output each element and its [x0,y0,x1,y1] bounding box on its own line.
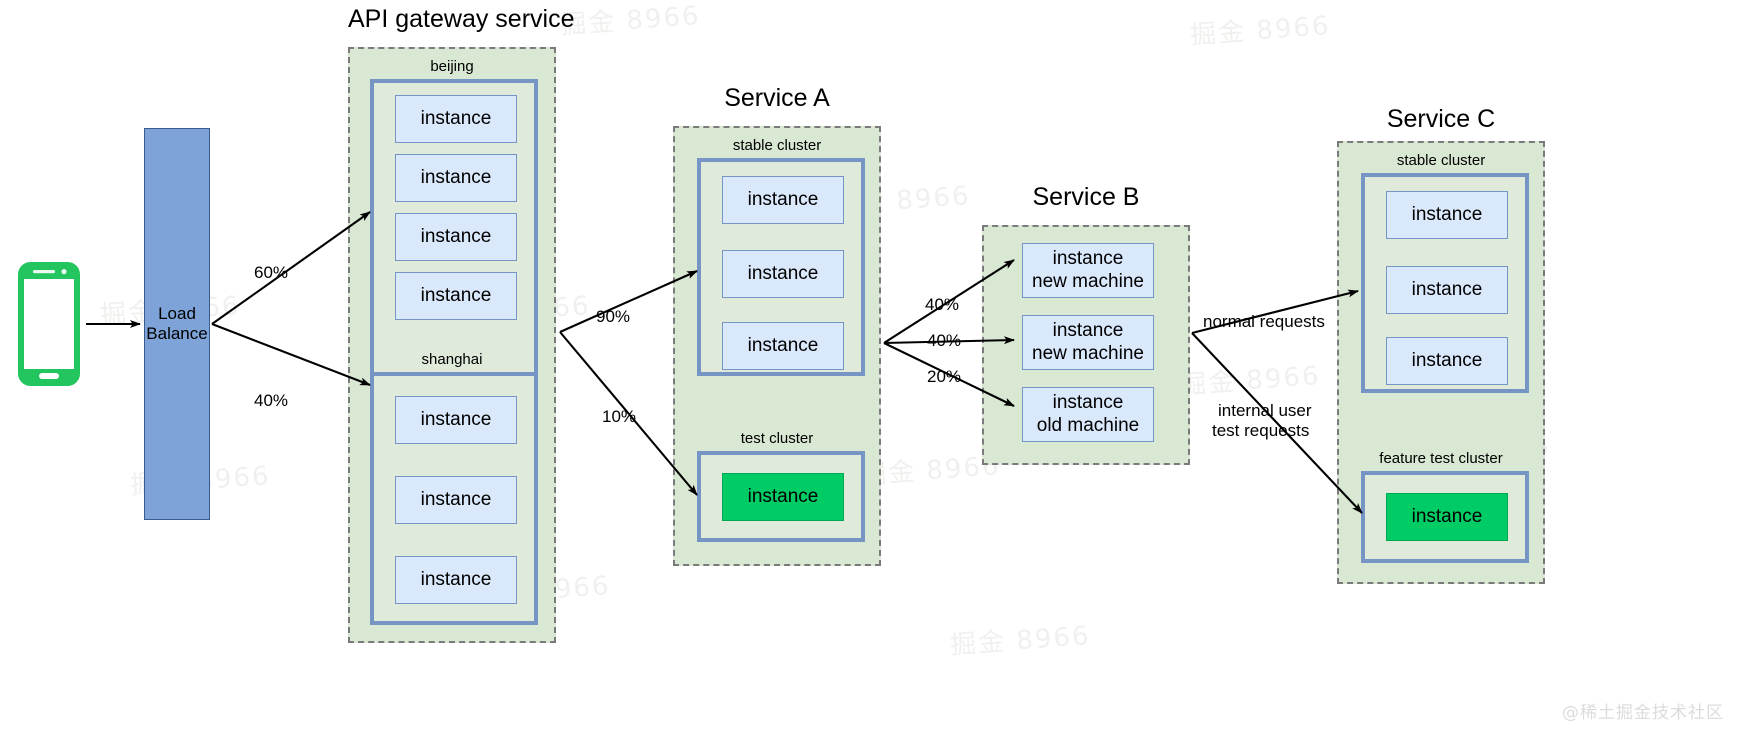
instance-node[interactable]: instance [1386,266,1508,314]
service-group-c: stable cluster instance instance instanc… [1337,141,1545,584]
service-group-b: instance new machine instance new machin… [982,225,1190,465]
instance-sublabel: new machine [1032,342,1144,364]
instance-label: instance [1411,203,1483,225]
instance-node-test[interactable]: instance [1386,493,1508,541]
instance-label: instance [420,166,492,188]
instance-node[interactable]: instance old machine [1022,387,1154,442]
edge-label-b-to-c-test-line1: internal user [1218,401,1312,420]
service-title-a: Service A [724,84,830,112]
service-group-a: stable cluster instance instance instanc… [673,126,881,566]
edge-label-gw-to-a-test: 10% [602,407,637,426]
cluster-label-shanghai: shanghai [421,351,483,368]
instance-label: instance [747,485,819,507]
edge-label-a-to-b-new-1: 40% [925,295,960,314]
instance-label: instance [420,225,492,247]
edge-label-b-to-c-test-line2: test requests [1212,421,1310,440]
cluster-label-service-a-test: test cluster [740,430,814,447]
instance-label: instance [747,334,819,356]
credit-watermark: @稀土掘金技术社区 [1562,703,1724,723]
service-group-api-gateway: beijing instance instance instance insta… [348,47,556,643]
load-balancer-label-line1: Load [158,303,196,323]
edge-label-gw-to-a-stable: 90% [596,307,631,326]
instance-label: instance [1411,349,1483,371]
instance-label: instance [420,284,492,306]
load-balancer-label-line2: Balance [146,324,208,343]
cluster-beijing: instance instance instance instance [370,79,538,379]
watermark-tile: 掘金 8966 [1179,361,1322,401]
instance-label: instance [1052,320,1124,342]
instance-label: instance [747,262,819,284]
instance-node[interactable]: instance [395,272,517,320]
instance-node[interactable]: instance [1386,337,1508,385]
cluster-service-c-stable: instance instance instance [1361,173,1529,393]
instance-label: instance [420,107,492,129]
instance-node[interactable]: instance [395,154,517,202]
instance-node[interactable]: instance new machine [1022,315,1154,370]
cluster-shanghai: instance instance instance [370,372,538,625]
instance-node[interactable]: instance new machine [1022,243,1154,298]
cluster-label-beijing: beijing [430,58,474,75]
client-device [18,262,80,386]
cluster-service-a-test: instance [697,451,865,542]
instance-label: instance [747,188,819,210]
cluster-label-service-a-stable: stable cluster [732,137,822,154]
instance-sublabel: old machine [1036,414,1140,436]
watermark-tile: 掘金 8966 [559,1,702,41]
load-balancer-node[interactable]: Load Balance [144,128,210,520]
instance-node[interactable]: instance [395,476,517,524]
instance-node[interactable]: instance [1386,191,1508,239]
instance-node[interactable]: instance [722,322,844,370]
edge-label-a-to-b-new-2: 40% [927,331,962,350]
mobile-phone-icon [18,262,80,386]
instance-node[interactable]: instance [722,176,844,224]
cluster-label-service-c-feature-test: feature test cluster [1379,450,1503,467]
instance-label: instance [420,568,492,590]
edge-label-b-to-c-normal: normal requests [1203,312,1325,331]
cluster-label-service-c-stable: stable cluster [1396,152,1486,169]
service-title-c: Service C [1386,105,1496,133]
service-title-b: Service B [1032,183,1140,211]
instance-node-test[interactable]: instance [722,473,844,521]
instance-sublabel: new machine [1032,270,1144,292]
instance-label: instance [420,408,492,430]
instance-label: instance [1052,248,1124,270]
edge-label-lb-to-beijing: 60% [254,263,289,282]
watermark-tile: 掘金 8966 [949,621,1092,661]
edge-label-lb-to-shanghai: 40% [254,391,289,410]
instance-node[interactable]: instance [395,396,517,444]
instance-label: instance [420,488,492,510]
instance-label: instance [1411,505,1483,527]
instance-node[interactable]: instance [395,95,517,143]
service-title-api-gateway: API gateway service [348,5,575,33]
watermark-tile: 掘金 8966 [1189,11,1332,51]
edge-label-a-to-b-old: 20% [927,367,962,386]
instance-label: instance [1411,278,1483,300]
instance-node[interactable]: instance [395,213,517,261]
instance-label: instance [1052,392,1124,414]
instance-node[interactable]: instance [395,556,517,604]
cluster-service-a-stable: instance instance instance [697,158,865,376]
cluster-service-c-feature-test: instance [1361,471,1529,563]
instance-node[interactable]: instance [722,250,844,298]
